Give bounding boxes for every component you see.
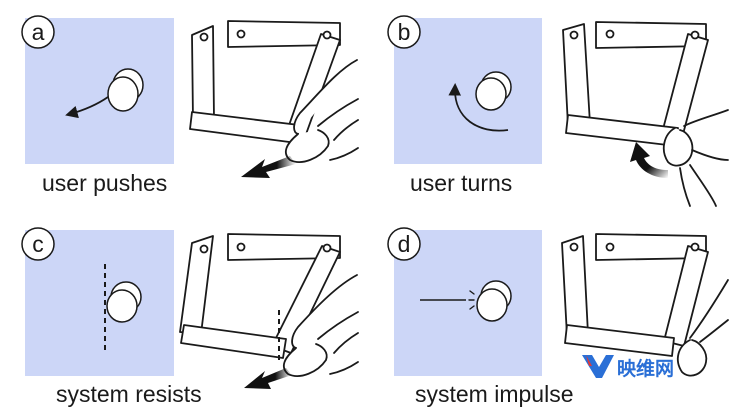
panel-b-letter-circle — [387, 15, 421, 49]
panel-a-hand — [284, 59, 359, 163]
panel-c-linkage — [179, 233, 341, 359]
panel-b-linkage — [562, 21, 709, 147]
panel-a-linkage — [189, 20, 341, 144]
panel-b-letter: b — [398, 19, 411, 45]
panel-a-hand-arrow — [241, 156, 296, 178]
panel-a-letter: a — [32, 19, 45, 45]
panel-d-puck — [476, 280, 512, 322]
panel-a: a user pushes — [21, 15, 359, 196]
panel-d-letter-circle — [387, 227, 421, 261]
panel-d-caption: system impulse — [415, 381, 573, 407]
panel-b-hand-arrow — [630, 142, 668, 178]
watermark-logo-mark — [582, 355, 614, 378]
panel-a-letter-circle — [21, 15, 55, 49]
watermark-text: 映维网 — [617, 358, 675, 380]
panel-c-hand — [282, 274, 359, 377]
panel-d: d system impulse — [387, 227, 729, 407]
panel-d-impact-marks — [468, 290, 475, 310]
panel-a-caption: user pushes — [42, 170, 167, 196]
panel-b-turn-arrow — [448, 82, 509, 132]
panel-c-letter-circle — [21, 227, 55, 261]
panel-c-hand-arrow — [244, 368, 292, 389]
watermark-logo — [582, 355, 614, 378]
panel-b-caption: user turns — [410, 170, 512, 196]
panel-c-letter: c — [32, 231, 44, 257]
panel-c: c system resists — [21, 227, 359, 407]
panel-b: b user turns — [387, 15, 729, 207]
panel-c-puck — [106, 281, 142, 323]
panel-b-hand — [662, 109, 729, 207]
panel-d-letter: d — [398, 231, 411, 257]
panel-d-linkage — [561, 233, 709, 357]
panel-d-screen — [394, 230, 542, 376]
panel-a-puck — [107, 68, 144, 112]
panel-b-puck — [475, 71, 512, 111]
panel-a-push-arrow — [65, 96, 109, 119]
panel-c-caption: system resists — [56, 381, 202, 407]
panel-b-screen — [394, 18, 542, 164]
panel-d-hand — [676, 279, 729, 377]
